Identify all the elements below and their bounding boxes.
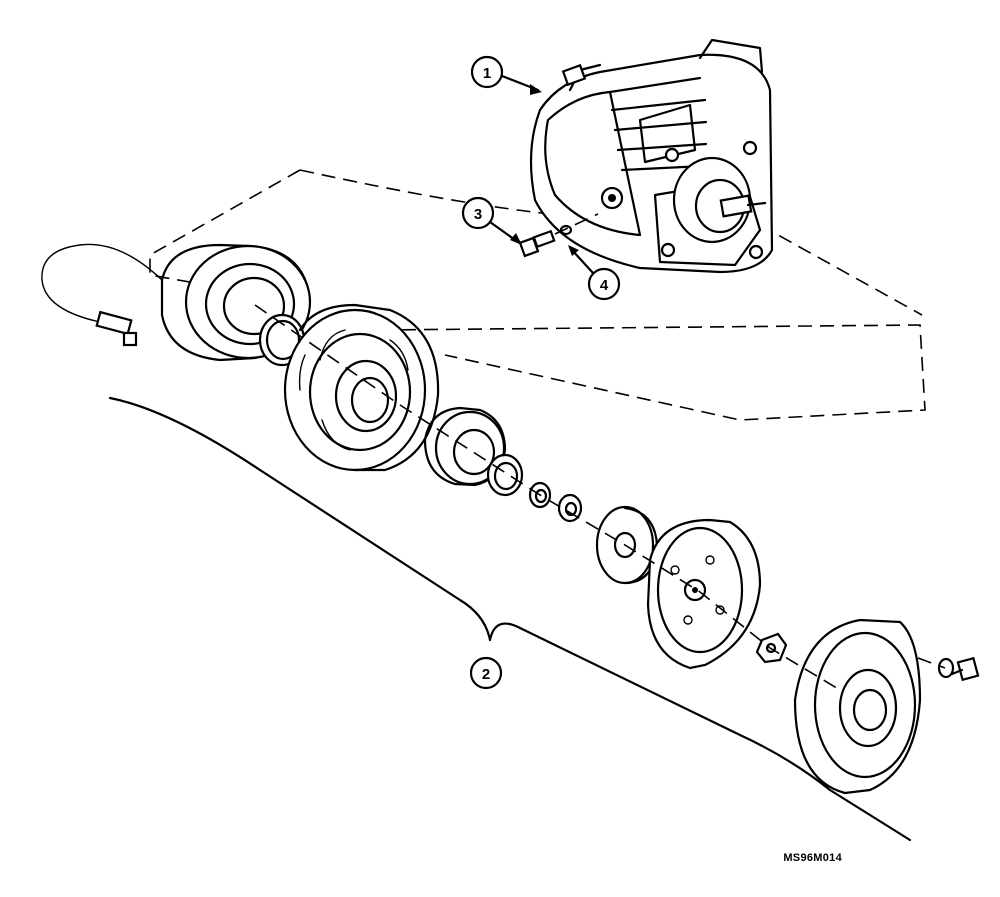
group-outline-dashed — [149, 169, 926, 421]
svg-text:4: 4 — [600, 277, 609, 294]
front-cover — [793, 618, 922, 795]
hub-cover — [595, 505, 659, 585]
bracket-item-2 — [108, 396, 912, 842]
compressor — [529, 38, 774, 274]
assembly-axis — [254, 304, 946, 691]
screw — [950, 656, 980, 682]
svg-text:1: 1 — [483, 65, 491, 82]
bolt-3 — [518, 229, 556, 258]
washer — [937, 657, 955, 679]
shim-2 — [557, 493, 583, 523]
svg-text:2: 2 — [482, 666, 490, 683]
snap-ring-2 — [486, 453, 524, 497]
svg-text:3: 3 — [474, 206, 482, 223]
bearing — [423, 406, 507, 487]
callout-1: 1 — [470, 55, 542, 95]
callout-2: 2 — [469, 656, 503, 690]
callout-3: 3 — [461, 196, 522, 245]
armature-plate — [646, 518, 762, 670]
o-ring-4 — [554, 213, 599, 236]
callout-4: 4 — [568, 245, 621, 301]
figure-code: MS96M014 — [783, 852, 842, 864]
